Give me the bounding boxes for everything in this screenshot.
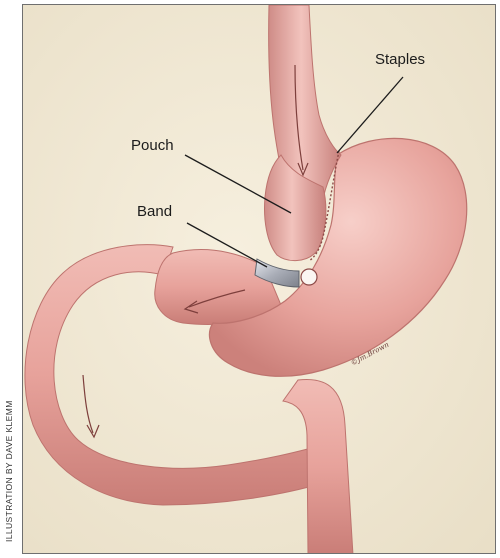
band-port [301,269,317,285]
label-band: Band [137,203,172,220]
illustration-frame: Staples Pouch Band ©Jm.Brown [22,4,496,554]
label-staples: Staples [375,51,425,68]
label-pouch: Pouch [131,137,174,154]
credit-text: ILLUSTRATION BY DAVE KLEMM [4,400,14,542]
anatomy-illustration [23,5,496,554]
illustration-credit: ILLUSTRATION BY DAVE KLEMM [0,0,18,558]
